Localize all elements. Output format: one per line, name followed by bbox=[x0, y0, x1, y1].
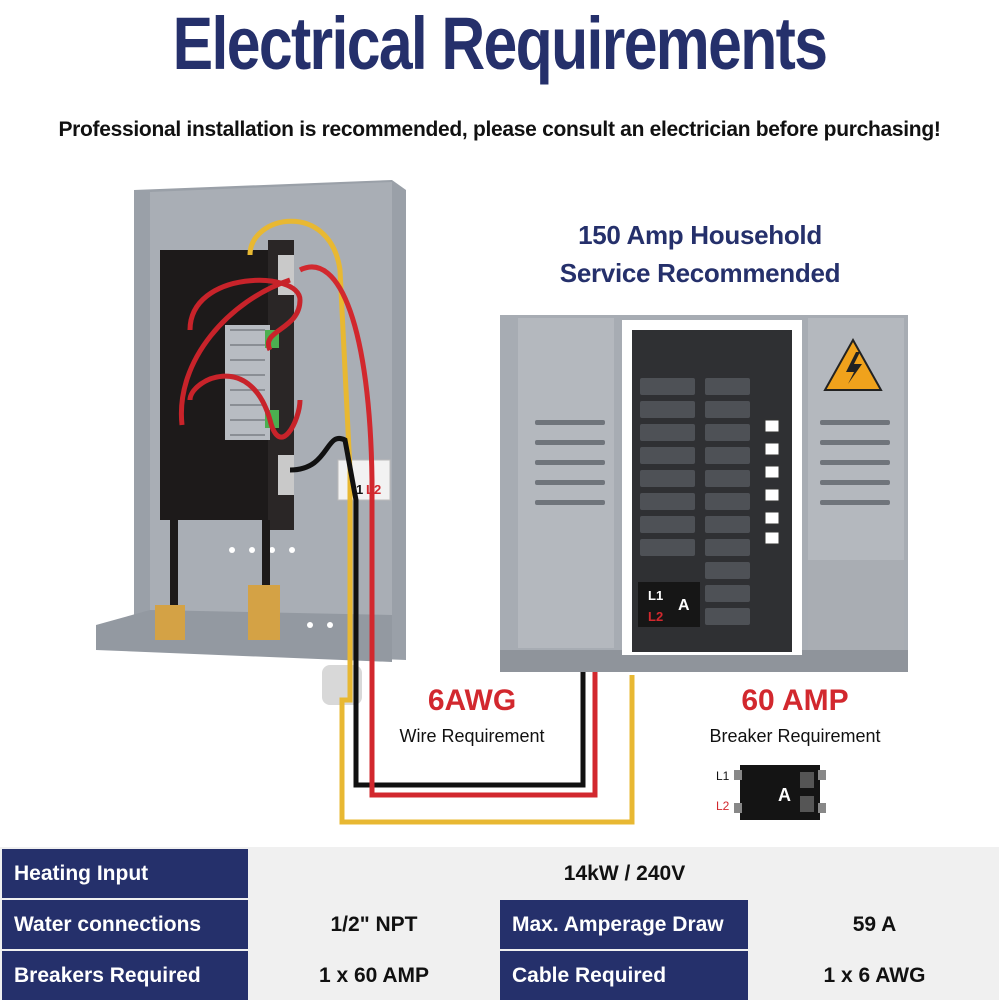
heating-input-label: Heating Input bbox=[2, 849, 248, 898]
ground-wire bbox=[247, 218, 635, 825]
water-outlet-fitting bbox=[248, 585, 280, 640]
panel-breaker-letter: A bbox=[678, 597, 690, 614]
high-voltage-warning-icon bbox=[823, 337, 883, 391]
water-connections-label: Water connections bbox=[2, 900, 248, 949]
heater-breaker bbox=[638, 582, 700, 627]
breaker-letter: A bbox=[778, 785, 791, 805]
l2-wire bbox=[298, 264, 640, 798]
breaker-l2-label: L2 bbox=[716, 799, 730, 813]
water-heater-unit: L1 L2 bbox=[96, 180, 406, 705]
service-line-2: Service Recommended bbox=[559, 258, 841, 288]
water-inlet-fitting bbox=[155, 605, 185, 640]
installation-notice: Professional installation is recommended… bbox=[58, 118, 941, 141]
l1-wire bbox=[289, 435, 640, 788]
terminal-block-icon bbox=[337, 459, 391, 501]
panel-breaker-l2: L2 bbox=[648, 609, 663, 624]
specs-table: Heating Input 14kW / 240V Water connecti… bbox=[0, 847, 999, 1000]
breaker-amps: 60 AMP bbox=[741, 684, 849, 717]
breaker-caption: Breaker Requirement bbox=[709, 726, 881, 746]
service-line-1: 150 Amp Household bbox=[578, 220, 822, 250]
breaker-l1-label: L1 bbox=[716, 769, 730, 783]
water-connections-value: 1/2" NPT bbox=[330, 912, 418, 936]
panel-breaker-l1: L1 bbox=[648, 588, 663, 603]
breakers-required-value: 1 x 60 AMP bbox=[318, 963, 430, 987]
breakers-required-label: Breakers Required bbox=[2, 951, 248, 1000]
breaker-row bbox=[640, 378, 750, 625]
wire-gauge: 6AWG bbox=[427, 684, 517, 717]
max-amperage-label: Max. Amperage Draw bbox=[500, 900, 748, 949]
double-pole-breaker-icon: A bbox=[734, 765, 826, 820]
cable-required-label: Cable Required bbox=[500, 951, 748, 1000]
page-title: Electrical Requirements bbox=[172, 2, 828, 85]
breaker-panel: L1 L2 A bbox=[500, 315, 908, 672]
max-amperage-value: 59 A bbox=[852, 912, 897, 936]
heating-input-value: 14kW / 240V bbox=[563, 861, 686, 885]
wire-caption: Wire Requirement bbox=[399, 726, 545, 746]
cable-required-value: 1 x 6 AWG bbox=[823, 963, 926, 987]
wiring-illustration: L1 L2 bbox=[96, 180, 908, 825]
service-recommendation: 150 Amp Household Service Recommended bbox=[540, 216, 860, 292]
